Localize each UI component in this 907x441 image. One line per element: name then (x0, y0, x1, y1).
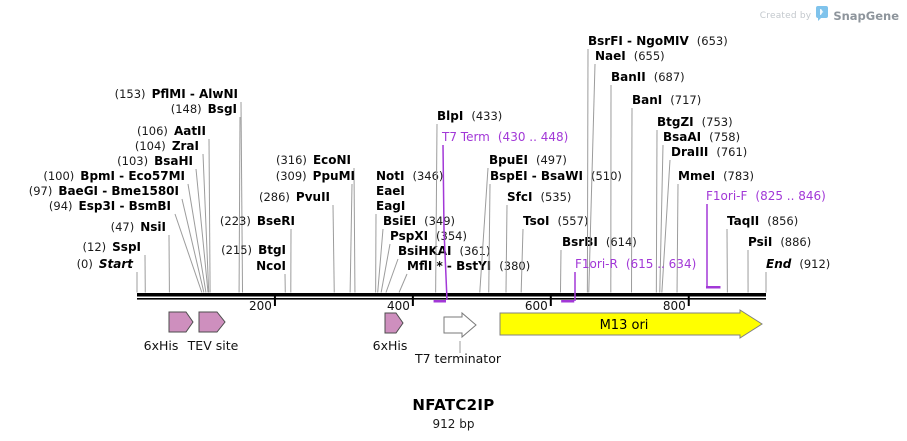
enzyme-label: (309)PpuMI (276, 169, 355, 183)
enzyme-connector-line (676, 183, 679, 293)
enzyme-label: (104)ZraI (135, 139, 199, 153)
enzyme-label: BlpI(433) (437, 109, 502, 123)
enzyme-connector-line (353, 167, 356, 293)
enzyme-label: NcoI (256, 259, 286, 273)
enzyme-connector-line (559, 249, 562, 293)
enzyme-connector-line (181, 198, 205, 293)
enzyme-connector-line (349, 183, 353, 293)
enzyme-connector-line (655, 129, 658, 293)
enzyme-connector-line (202, 153, 210, 293)
enzyme-label: BsiEI(349) (383, 214, 455, 228)
enzyme-label: PsiI(886) (748, 235, 811, 249)
enzyme-connector-line (488, 183, 491, 293)
enzyme-label: End(912) (766, 257, 830, 271)
enzyme-connector-line (398, 273, 408, 293)
sequence-length: 912 bp (432, 417, 475, 431)
enzyme-label: (97)BaeGI - Bme1580I (29, 184, 179, 198)
enzyme-label: (153)PflMI - AlwNI (115, 87, 238, 101)
feature-label-t7-terminator: T7 terminator (414, 351, 502, 366)
feature-label-6xhis-1: 6xHis (144, 338, 179, 353)
enzyme-connector-line (377, 228, 384, 293)
enzyme-connector-line (208, 138, 211, 293)
enzyme-label: (94)Esp3I - BsmBI (49, 199, 171, 213)
feature-arrow-6xhis-1 (168, 311, 194, 333)
enzyme-connector-line (520, 228, 524, 293)
primer-label: F1ori-R(615 .. 634) (575, 257, 696, 271)
primer-region-bar (433, 300, 446, 303)
sequence-line-bottom (137, 298, 766, 300)
enzyme-label: (215)BtgI (221, 243, 286, 257)
feature-arrow-tev-site (198, 311, 226, 333)
enzyme-label: TsoI(557) (523, 214, 588, 228)
enzyme-connector-line (174, 213, 203, 293)
enzyme-label: TaqII(856) (727, 214, 798, 228)
enzyme-label: (316)EcoNI (276, 153, 351, 167)
enzyme-label: (223)BseRI (220, 214, 295, 228)
primer-region-bar (561, 300, 575, 303)
primer-label: F1ori-F(825 .. 846) (706, 189, 826, 203)
enzyme-connector-line (238, 116, 241, 293)
title-block: NFATC2IP 912 bp (0, 396, 907, 431)
enzyme-label: (12)SspI (83, 240, 141, 254)
primer-label: T7 Term(430 .. 448) (441, 130, 568, 144)
sequence-name: NFATC2IP (412, 396, 495, 414)
feature-arrow-6xhis-2 (384, 312, 404, 334)
enzyme-label: EaeI (376, 184, 405, 198)
enzyme-label: (286)PvuII (259, 190, 330, 204)
scale-tick-label: 600 (525, 299, 548, 313)
enzyme-connector-line (385, 258, 399, 293)
enzyme-connector-line (479, 167, 489, 293)
feature-label-6xhis-2: 6xHis (373, 338, 408, 353)
branding: Created by SnapGene (760, 6, 899, 25)
enzyme-connector-line (661, 159, 671, 293)
snapgene-logo-text: SnapGene (833, 8, 899, 23)
enzyme-label: NaeI(655) (595, 49, 665, 63)
enzyme-connector-line (380, 243, 391, 293)
enzyme-label: SfcI(535) (507, 190, 571, 204)
enzyme-label: PspXI(354) (390, 229, 467, 243)
feature-arrow-t7-terminator (443, 311, 477, 339)
enzyme-label: (0)Start (77, 257, 135, 271)
sequence-line-top (137, 293, 766, 297)
enzyme-label: (106)AatII (137, 124, 206, 138)
scale-tick-label: 200 (249, 299, 272, 313)
enzyme-label: MmeI(783) (678, 169, 754, 183)
primer-connector (442, 144, 448, 301)
enzyme-connector-line (187, 183, 207, 293)
enzyme-label: BsrBI(614) (562, 235, 637, 249)
enzyme-label: BsaAI(758) (663, 130, 740, 144)
enzyme-label: (100)BpmI - Eco57MI (43, 169, 185, 183)
created-by-text: Created by (759, 10, 812, 21)
enzyme-label: (103)BsaHI (117, 154, 193, 168)
enzyme-label: BsrFI - NgoMIV(653) (588, 34, 728, 48)
enzyme-label: BpuEI(497) (489, 153, 567, 167)
enzyme-connector-line (659, 144, 664, 293)
enzyme-label: NotI(346) (376, 169, 443, 183)
enzyme-connector-line (240, 101, 244, 293)
enzyme-label: (47)NsiI (111, 220, 166, 234)
primer-region-bar (705, 286, 721, 289)
enzyme-connector-line (586, 48, 589, 293)
enzyme-label: BspEI - BsaWI(510) (490, 169, 622, 183)
scale-tick-label: 800 (663, 299, 686, 313)
feature-label-tev-site: TEV site (187, 338, 239, 353)
feature-arrow-m13-ori (499, 309, 763, 339)
enzyme-label: BanII(687) (611, 70, 685, 84)
enzyme-label: MflI * - BstYI(380) (407, 259, 530, 273)
enzyme-label: BtgZI(753) (657, 115, 733, 129)
enzyme-connector-line (588, 63, 596, 293)
feature-label-m13-ori: M13 ori (600, 318, 649, 333)
snapgene-logo-icon (816, 6, 829, 25)
enzyme-label: EagI (376, 199, 405, 213)
enzyme-connector-line (435, 123, 438, 293)
enzyme-label: BanI(717) (632, 93, 701, 107)
enzyme-connector-line (195, 168, 209, 293)
enzyme-connector-line (505, 204, 508, 293)
enzyme-label: DraIII(761) (671, 145, 747, 159)
scale-tick-label: 400 (387, 299, 410, 313)
enzyme-label: (148)BsgI (171, 102, 237, 116)
enzyme-connector-line (332, 204, 335, 293)
